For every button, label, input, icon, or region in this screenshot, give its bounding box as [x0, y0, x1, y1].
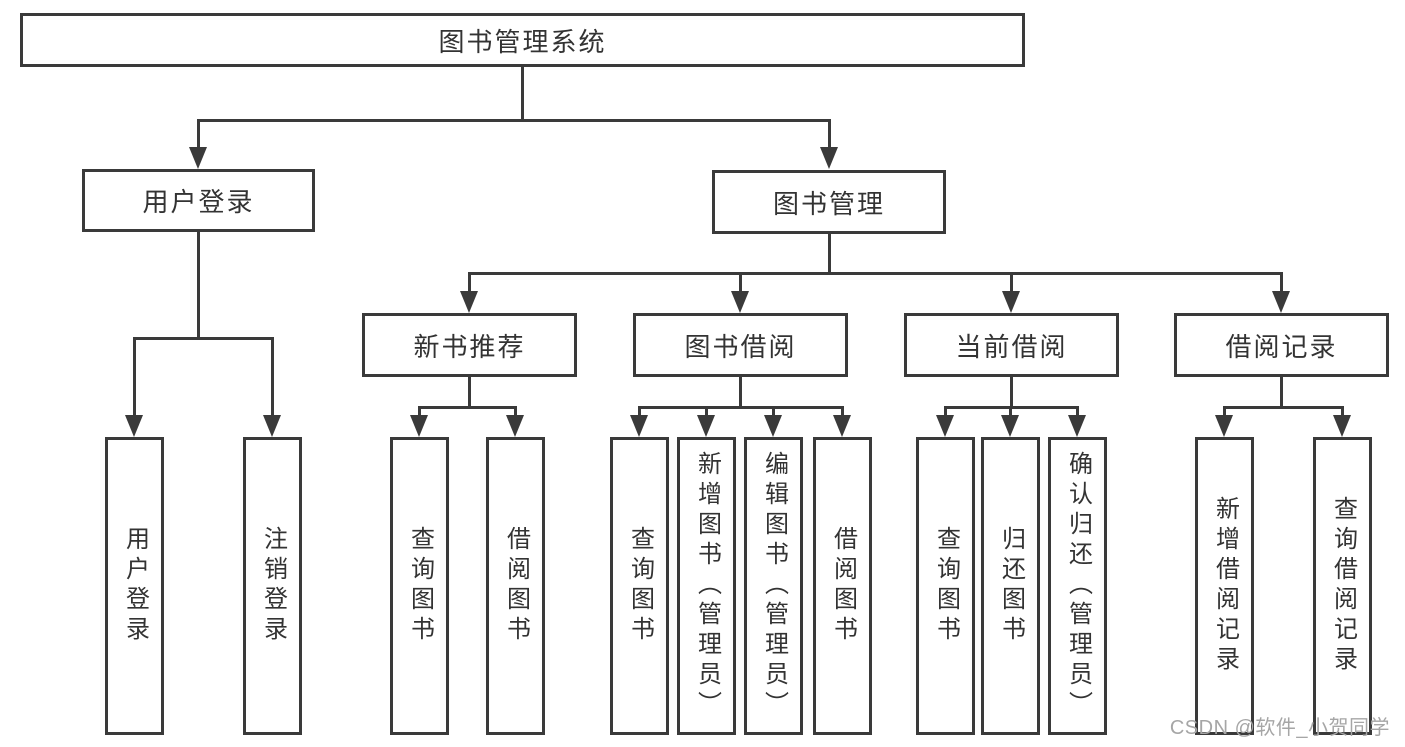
- connector-line: [197, 119, 830, 122]
- arrow-down-icon: [410, 415, 428, 437]
- connector-line: [1223, 406, 1344, 409]
- connector-line: [1341, 406, 1344, 417]
- node-user-login: 用户登录: [82, 169, 315, 232]
- connector-line: [1009, 406, 1012, 417]
- node-new-book-recommend: 新书推荐: [362, 313, 577, 377]
- leaf-query-books-borrowing: 查询图书: [610, 437, 669, 735]
- connector-line: [828, 234, 831, 274]
- leaf-add-borrow-record: 新增借阅记录: [1195, 437, 1254, 735]
- arrow-down-icon: [1272, 291, 1290, 313]
- leaf-query-books-recommend: 查询图书: [390, 437, 449, 735]
- arrow-down-icon: [263, 415, 281, 437]
- node-book-borrowing: 图书借阅: [633, 313, 848, 377]
- connector-line: [1076, 406, 1079, 417]
- connector-line: [1280, 377, 1283, 408]
- connector-line: [1280, 272, 1283, 292]
- connector-line: [1223, 406, 1226, 417]
- connector-line: [514, 406, 517, 417]
- connector-line: [944, 406, 947, 417]
- arrow-down-icon: [630, 415, 648, 437]
- connector-line: [197, 119, 200, 149]
- leaf-add-book-admin: 新增图书（管理员）: [677, 437, 736, 735]
- connector-line: [418, 406, 421, 417]
- arrow-down-icon: [731, 291, 749, 313]
- node-library-system: 图书管理系统: [20, 13, 1025, 67]
- arrow-down-icon: [833, 415, 851, 437]
- leaf-confirm-return-admin: 确认归还（管理员）: [1048, 437, 1107, 735]
- leaf-query-borrow-record: 查询借阅记录: [1313, 437, 1372, 735]
- connector-line: [772, 406, 775, 417]
- arrow-down-icon: [1215, 415, 1233, 437]
- arrow-down-icon: [1333, 415, 1351, 437]
- node-borrowing-records: 借阅记录: [1174, 313, 1389, 377]
- arrow-down-icon: [1001, 415, 1019, 437]
- connector-line: [1010, 377, 1013, 408]
- leaf-borrow-books-recommend: 借阅图书: [486, 437, 545, 735]
- connector-line: [841, 406, 844, 417]
- leaf-query-books-current: 查询图书: [916, 437, 975, 735]
- leaf-edit-book-admin: 编辑图书（管理员）: [744, 437, 803, 735]
- arrow-down-icon: [189, 147, 207, 169]
- watermark: CSDN @软件_小贺同学: [1169, 717, 1390, 739]
- connector-line: [1010, 272, 1013, 292]
- arrow-down-icon: [764, 415, 782, 437]
- arrow-down-icon: [460, 291, 478, 313]
- node-book-management: 图书管理: [712, 170, 946, 234]
- leaf-user-login: 用户登录: [105, 437, 164, 735]
- connector-line: [739, 272, 742, 292]
- leaf-borrow-books-borrowing: 借阅图书: [813, 437, 872, 735]
- arrow-down-icon: [820, 147, 838, 169]
- leaf-logout: 注销登录: [243, 437, 302, 735]
- arrow-down-icon: [1068, 415, 1086, 437]
- arrow-down-icon: [936, 415, 954, 437]
- connector-line: [271, 337, 274, 417]
- arrow-down-icon: [125, 415, 143, 437]
- connector-line: [133, 337, 274, 340]
- arrow-down-icon: [506, 415, 524, 437]
- connector-line: [828, 119, 831, 149]
- connector-line: [638, 406, 844, 409]
- connector-line: [418, 406, 517, 409]
- connector-line: [197, 232, 200, 339]
- connector-line: [521, 67, 524, 121]
- connector-line: [739, 377, 742, 408]
- connector-line: [468, 272, 1283, 275]
- connector-line: [468, 377, 471, 408]
- connector-line: [638, 406, 641, 417]
- arrow-down-icon: [697, 415, 715, 437]
- connector-line: [133, 337, 136, 417]
- connector-line: [705, 406, 708, 417]
- arrow-down-icon: [1002, 291, 1020, 313]
- leaf-return-book: 归还图书: [981, 437, 1040, 735]
- node-current-borrowing: 当前借阅: [904, 313, 1119, 377]
- connector-line: [468, 272, 471, 292]
